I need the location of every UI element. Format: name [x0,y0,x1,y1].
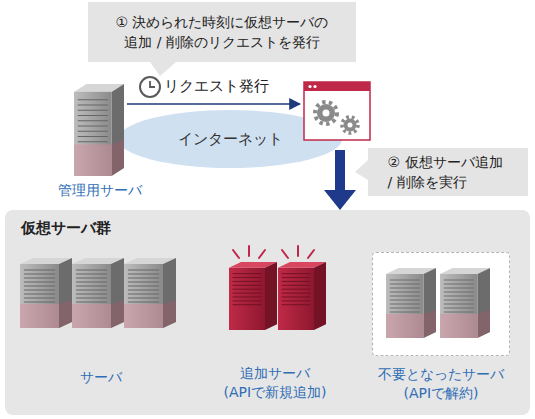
node-text: ② 仮想サーバ追加 / 削除を実行 [388,152,509,193]
callout-box: ② 仮想サーバ追加 / 削除を実行 [368,148,528,196]
execute-arrow-head [324,190,356,210]
execute-arrow [335,150,345,192]
server-icon [72,258,124,328]
gear [344,119,357,132]
server-group: 仮想サーバ群サーバ 追加サーバ (APIで新規追加) 不要となったサーバ (APIで… [5,210,530,415]
added-server-icon [278,262,326,330]
window-titlebar [304,82,370,91]
server-icon [440,268,490,338]
added-server-icon [229,262,277,330]
callout-box: ① 決められた時刻に仮想サーバの 追加 / 削除のリクエストを発行 [88,2,356,62]
node-text: 管理用サーバ [45,181,155,200]
added-server-set: 追加サーバ (APIで新規追加) [210,250,340,402]
server-set: サーバ [18,255,183,387]
server-icon [74,84,124,176]
node-text: インターネット [130,130,330,149]
server-icon [386,268,436,338]
arrow-label: リクエスト発行 [164,77,269,96]
node-text: 追加サーバ (APIで新規追加) [219,364,331,402]
gear [317,104,335,122]
gear-hole [323,110,330,117]
gear-teeth [315,102,337,124]
window-dot [313,85,316,88]
gear-teeth [342,117,358,133]
removed-server-set: 不要となったサーバ (APIで解約) [372,252,510,356]
flash-lines [233,246,314,258]
ellipse-shape [118,110,342,168]
callout-pointer [355,160,368,180]
api-window [304,82,370,140]
node-text: ① 決められた時刻に仮想サーバの 追加 / 削除のリクエストを発行 [108,12,336,53]
node-text: 不要となったサーバ (APIで解約) [371,365,511,403]
node-text: 仮想サーバ群 [21,219,514,238]
callout-pointer [150,62,176,76]
clock-hands [150,81,155,87]
clock-icon [140,77,160,97]
window-dot [308,85,311,88]
server-icon [20,258,72,328]
node-text: サーバ [18,368,183,387]
internet-cloud: インターネット [118,110,342,168]
server-icon [124,258,176,328]
gear-hole [348,123,353,128]
request-arrow [127,103,300,105]
